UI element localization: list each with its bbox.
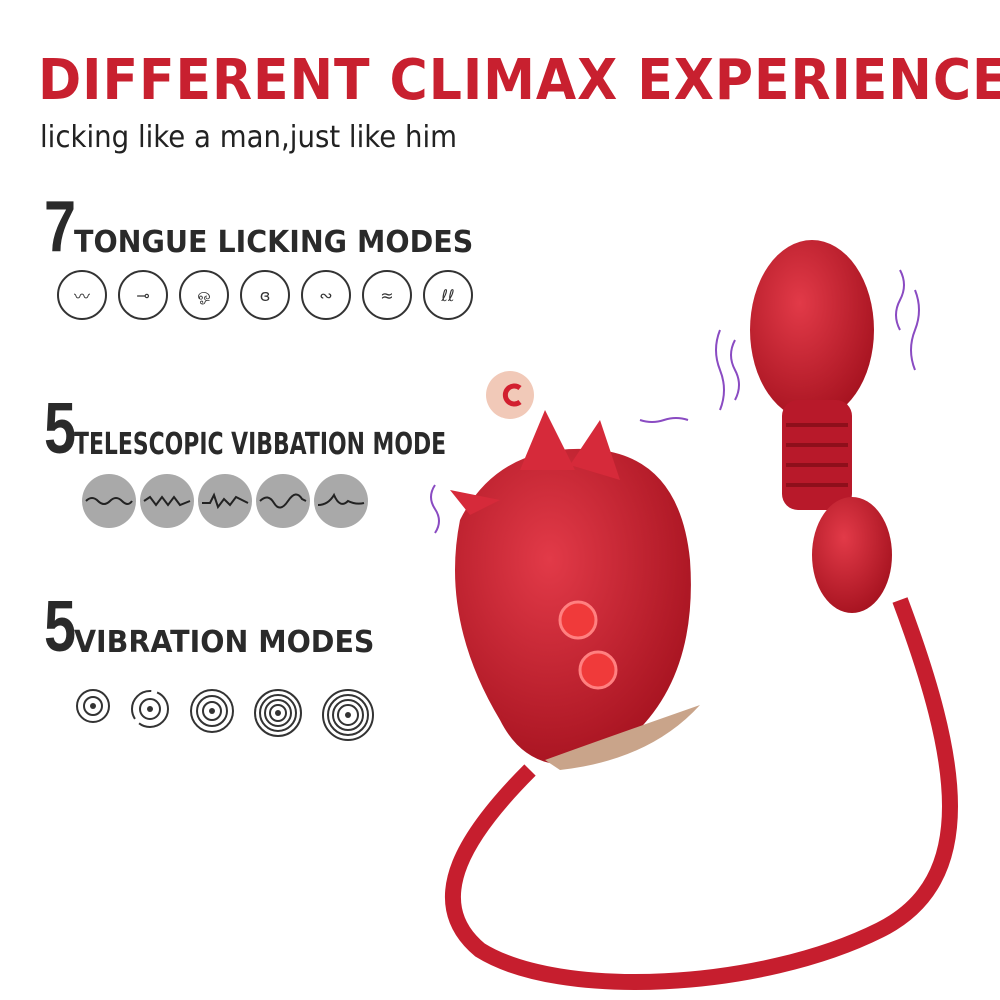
rose-petals xyxy=(450,410,620,515)
vibration-mode-icons xyxy=(75,688,393,742)
subtitle: licking like a man,just like him xyxy=(40,120,458,155)
waveform-icon-2 xyxy=(140,474,194,528)
tongue-mode-icons: 〰 ⊸ ஓ ɞ ∾ ≈ ℓℓ xyxy=(57,270,484,320)
concentric-rings-icon-5 xyxy=(322,689,374,741)
feature-vibration-modes: 5 VIBRATION MODES xyxy=(40,587,390,667)
lips-button-icon xyxy=(558,600,598,640)
rotating-rings-icon xyxy=(131,690,169,728)
page-title: DIFFERENT CLIMAX EXPERIENCE xyxy=(38,48,1000,113)
egg-body xyxy=(812,497,892,613)
waveform-icon-3 xyxy=(198,474,252,528)
gold-band xyxy=(545,705,700,770)
connecting-cord xyxy=(444,597,958,991)
power-symbol xyxy=(502,383,522,407)
waveform-icon-4 xyxy=(256,474,310,528)
waveform-icon-1 xyxy=(82,474,136,528)
eye-wave-icon: ⊸ xyxy=(118,270,168,320)
vibration-button-icon xyxy=(578,650,618,690)
feature-number: 7 xyxy=(44,187,77,267)
rib-lines xyxy=(786,423,848,487)
feature-label: VIBRATION MODES xyxy=(74,625,375,660)
thrusting-head xyxy=(750,240,874,420)
feature-number: 5 xyxy=(44,587,77,667)
concentric-rings-icon-1 xyxy=(76,689,110,723)
loop-wave-icon: ∾ xyxy=(301,270,351,320)
concentric-rings-icon-3 xyxy=(190,689,234,733)
feature-telescopic-mode: 5 TELESCOPIC VIBBATION MODE xyxy=(40,389,584,469)
telescopic-mode-icons xyxy=(82,474,372,528)
power-icon xyxy=(486,371,534,419)
vibration-lines-icon xyxy=(430,269,920,534)
loop-spiral-icon: ℓℓ xyxy=(423,270,473,320)
telescopic-ribs xyxy=(782,400,852,510)
double-wave-icon: ≈ xyxy=(362,270,412,320)
feature-label: TELESCOPIC VIBBATION MODE xyxy=(74,427,447,462)
wave-icon: 〰 xyxy=(57,270,107,320)
feature-number: 5 xyxy=(44,389,77,469)
feature-tongue-modes: 7 TONGUE LICKING MODES xyxy=(40,187,494,267)
curl-wave-icon: ɞ xyxy=(240,270,290,320)
spiral-wave-icon: ஓ xyxy=(179,270,229,320)
concentric-rings-icon-4 xyxy=(254,689,302,737)
feature-label: TONGUE LICKING MODES xyxy=(74,225,474,260)
waveform-icon-5 xyxy=(314,474,368,528)
